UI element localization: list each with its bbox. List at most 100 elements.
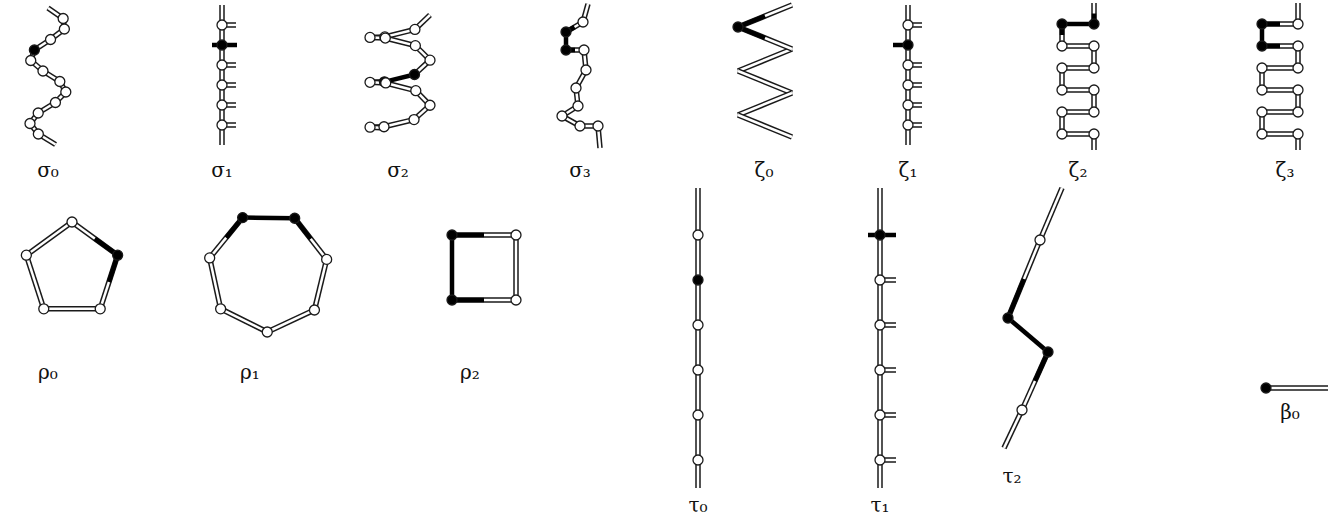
bond-inner xyxy=(210,218,243,258)
bond-outline xyxy=(695,370,701,415)
chain-atom xyxy=(1293,63,1303,73)
chain-atom xyxy=(1293,19,1303,29)
bond-inner xyxy=(295,218,327,259)
bond-outline xyxy=(1022,352,1048,410)
chain-atom xyxy=(322,254,332,264)
bond-inner xyxy=(452,299,516,302)
chain-figure xyxy=(1257,3,1303,150)
bond-inner xyxy=(697,415,700,460)
chain-atom xyxy=(61,87,71,97)
chain-figure xyxy=(733,5,792,137)
chain-atom xyxy=(1057,63,1067,73)
bond-outline xyxy=(314,259,326,310)
chain-atom xyxy=(380,33,390,43)
bond-outline xyxy=(1008,240,1040,318)
chain-atom xyxy=(1089,63,1099,73)
chain-atom xyxy=(575,121,585,131)
bond-inner xyxy=(221,309,268,332)
chain-atom xyxy=(55,77,65,87)
chain-figure xyxy=(868,188,896,488)
bond-outline xyxy=(695,235,701,280)
bond-outline xyxy=(1266,385,1328,391)
highlight-atom xyxy=(561,27,571,37)
chain-atom xyxy=(381,78,391,88)
bond-outline xyxy=(452,297,516,303)
highlight-atom xyxy=(290,213,300,223)
bond-outline xyxy=(44,306,100,312)
chain-atom xyxy=(411,86,421,96)
chain-atom xyxy=(365,77,375,87)
chain-atom xyxy=(903,20,913,30)
chain-atom xyxy=(1257,107,1267,117)
bond-inner xyxy=(738,71,792,93)
bond-outline xyxy=(877,235,883,280)
chain-figure xyxy=(365,15,435,132)
bond-outline xyxy=(295,218,327,259)
highlight-atom xyxy=(113,250,123,260)
chain-atom xyxy=(425,100,435,110)
bond-outline xyxy=(452,232,516,238)
chain-atom xyxy=(875,365,885,375)
bond-outline xyxy=(26,255,43,309)
chain-figure xyxy=(21,217,122,314)
chain-atom xyxy=(578,17,588,27)
chain-atom xyxy=(593,121,603,131)
bond-inner xyxy=(738,27,792,49)
bond-outline xyxy=(877,325,883,370)
chain-atom xyxy=(1293,41,1303,51)
conformation-label: ρ₂ xyxy=(460,362,480,382)
highlight-atom xyxy=(1257,41,1267,51)
bond-outline xyxy=(738,115,792,137)
bond-inner xyxy=(697,325,700,370)
bond-inner xyxy=(879,235,882,280)
chain-atom xyxy=(573,101,583,111)
conformation-label: τ₀ xyxy=(688,495,707,515)
chain-atom xyxy=(693,455,703,465)
chain-figure xyxy=(893,5,922,145)
bond-outline xyxy=(695,325,701,370)
chain-atom xyxy=(579,45,589,55)
highlight-bond xyxy=(243,215,295,220)
bond-inner xyxy=(26,222,72,255)
chain-atom xyxy=(21,250,31,260)
chain-atom xyxy=(1057,107,1067,117)
chain-atom xyxy=(217,60,227,70)
bond-inner xyxy=(879,415,882,460)
bond-inner xyxy=(100,255,117,309)
highlight-bond xyxy=(1008,318,1048,352)
chain-atom xyxy=(50,98,60,108)
highlight-atom xyxy=(409,70,419,80)
bond-inner xyxy=(267,310,314,332)
bond-inner xyxy=(1040,188,1062,240)
bond-inner xyxy=(697,235,700,280)
bond-outline xyxy=(513,235,519,300)
conformation-label: ζ₀ xyxy=(755,160,774,180)
bond-outline xyxy=(695,415,701,460)
highlight-atom xyxy=(29,45,39,55)
bond-outline xyxy=(210,258,221,309)
chain-atom xyxy=(25,119,35,129)
chain-figure xyxy=(447,230,521,305)
bond-inner xyxy=(738,5,792,27)
highlight-atom xyxy=(1261,383,1271,393)
highlight-atom xyxy=(1089,19,1099,29)
bond-inner xyxy=(1266,387,1328,390)
bond-inner xyxy=(72,222,118,255)
chain-figure xyxy=(25,8,71,145)
chain-atom xyxy=(1089,129,1099,139)
chain-atom xyxy=(1017,405,1027,415)
chain-atom xyxy=(875,275,885,285)
bond-outline xyxy=(267,310,314,332)
conformation-label: β₀ xyxy=(1280,402,1300,422)
highlight-atom xyxy=(903,40,913,50)
chain-atom xyxy=(1035,235,1045,245)
chain-atom xyxy=(365,32,375,42)
chain-atom xyxy=(903,80,913,90)
bond-inner xyxy=(697,280,700,325)
chain-atom xyxy=(1293,107,1303,117)
chain-atom xyxy=(58,14,68,24)
bond-outline xyxy=(738,93,792,115)
highlight-atom xyxy=(875,230,885,240)
bond-inner xyxy=(314,259,326,310)
